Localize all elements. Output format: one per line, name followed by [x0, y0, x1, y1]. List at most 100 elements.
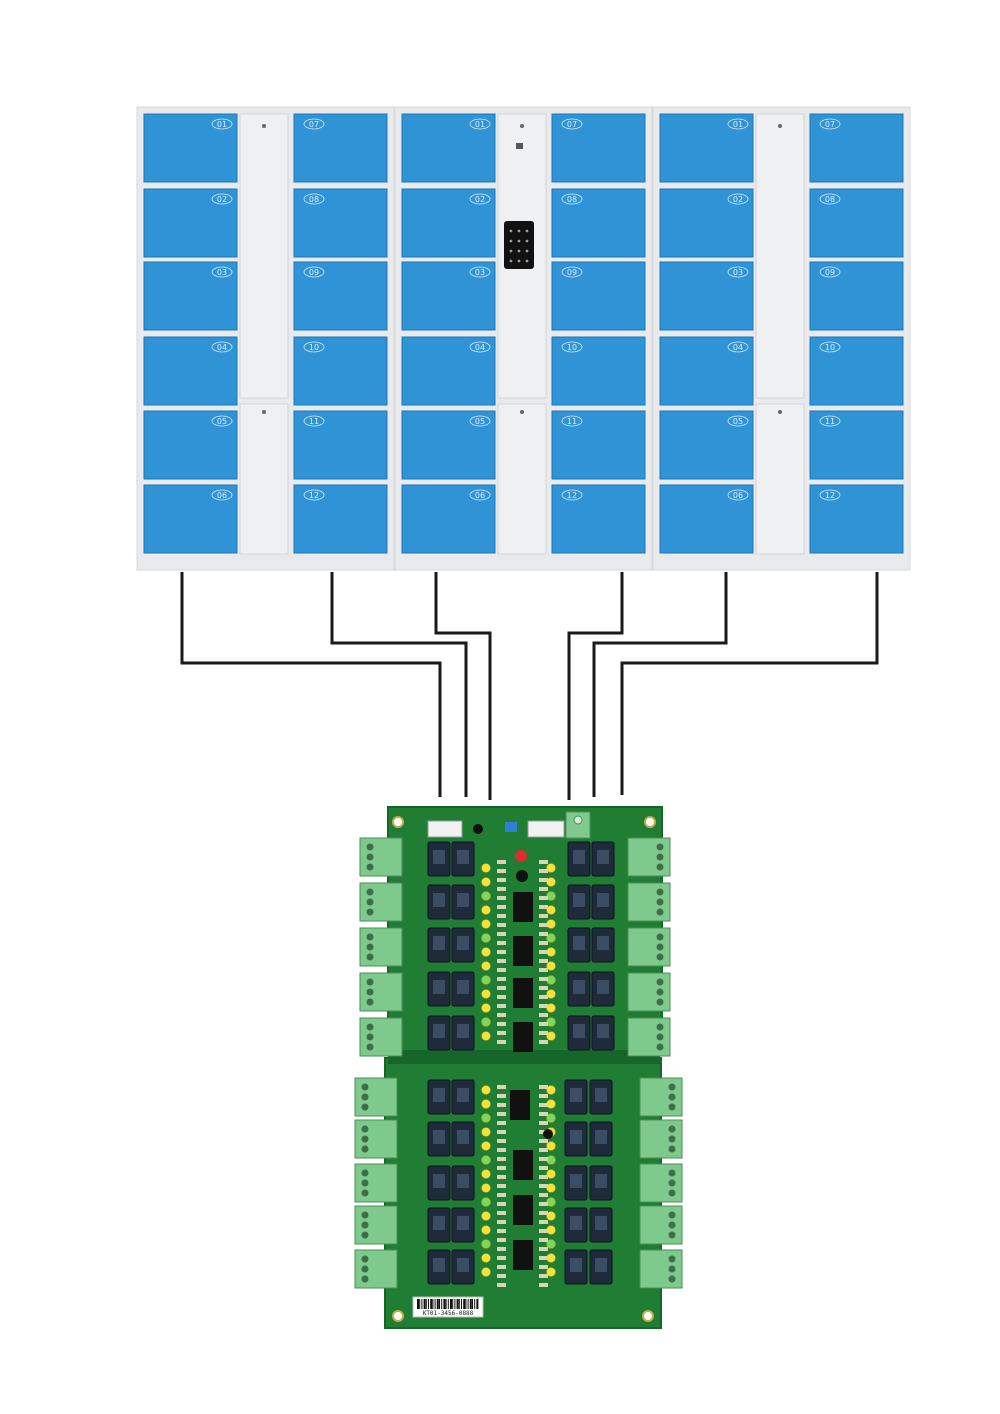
barcode-bar — [443, 1299, 446, 1309]
center-panel-upper — [239, 113, 289, 399]
door-number: 08 — [309, 195, 319, 204]
indicator-led — [481, 905, 491, 915]
screw-terminal-block — [627, 927, 671, 967]
locker-door — [143, 113, 238, 183]
door-number-badge — [561, 266, 583, 278]
door-number-badge — [727, 193, 749, 205]
indicator-led — [546, 1267, 556, 1277]
indicator-led — [481, 1113, 491, 1123]
relay-label — [457, 1216, 469, 1230]
center-panel-lower — [239, 403, 289, 555]
terminal-screw — [573, 815, 583, 825]
resistor — [497, 968, 506, 972]
relay-label — [457, 980, 469, 994]
terminal-body — [627, 927, 671, 967]
door-number: 04 — [475, 343, 485, 352]
terminal-screw — [656, 863, 664, 871]
locker-door — [293, 484, 388, 554]
door-number-badge — [561, 193, 583, 205]
relay — [451, 1015, 475, 1051]
door-number-badge — [303, 489, 325, 501]
center-panel-upper — [755, 113, 805, 399]
relay-label — [433, 1088, 445, 1102]
relay-label — [457, 850, 469, 864]
ic-chip — [510, 1090, 530, 1120]
locker-door — [659, 410, 754, 480]
ic-chip — [513, 936, 533, 966]
door-number: 06 — [217, 491, 227, 500]
resistor — [539, 986, 548, 990]
terminal-screw — [668, 1083, 676, 1091]
terminal-screw — [656, 853, 664, 861]
resistor — [539, 950, 548, 954]
terminal-screw — [668, 1231, 676, 1239]
relay — [567, 841, 591, 877]
resistor — [497, 1211, 506, 1215]
resistor — [539, 941, 548, 945]
locker-door — [293, 113, 388, 183]
screw-terminal-block — [359, 837, 403, 877]
terminal-screw — [361, 1211, 369, 1219]
resistor — [497, 950, 506, 954]
resistor — [497, 1130, 506, 1134]
terminal-screw — [656, 933, 664, 941]
door-number-badge — [469, 266, 491, 278]
indicator-led — [546, 933, 556, 943]
barcode-bar — [461, 1299, 462, 1309]
resistor — [497, 1103, 506, 1107]
door-number: 03 — [475, 268, 485, 277]
mounting-hole — [392, 1310, 404, 1322]
door-number-badge — [727, 266, 749, 278]
door-number: 07 — [309, 120, 319, 129]
relay-label — [595, 1088, 607, 1102]
terminal-body — [627, 1017, 671, 1057]
resistor — [497, 1265, 506, 1269]
relay — [564, 1165, 588, 1201]
door-number-badge — [469, 341, 491, 353]
indicator-led — [481, 975, 491, 985]
indicator-led — [481, 947, 491, 957]
relay — [427, 1079, 451, 1115]
relay-label — [433, 1130, 445, 1144]
resistor — [539, 1139, 548, 1143]
locker-door — [659, 484, 754, 554]
ic-chip — [513, 978, 533, 1008]
resistor — [539, 968, 548, 972]
relay — [451, 1165, 475, 1201]
barcode-bar — [463, 1299, 466, 1309]
resistor — [497, 977, 506, 981]
screw-terminal-block — [639, 1163, 683, 1203]
terminal-screw — [366, 1033, 374, 1041]
barcode-bar — [445, 1299, 447, 1309]
indicator-led — [481, 1127, 491, 1137]
locker-door — [551, 261, 646, 331]
card-reader-icon — [516, 143, 523, 149]
resistor — [497, 1256, 506, 1260]
terminal-screw — [656, 978, 664, 986]
locker-door — [659, 188, 754, 258]
terminal-screw — [656, 1043, 664, 1051]
resistor — [497, 878, 506, 882]
door-number-badge — [469, 489, 491, 501]
resistor — [497, 1121, 506, 1125]
terminal-screw — [361, 1083, 369, 1091]
resistor — [539, 1040, 548, 1044]
terminal-screw — [668, 1103, 676, 1111]
locker-door — [143, 336, 238, 406]
resistor — [497, 986, 506, 990]
terminal-screw — [668, 1135, 676, 1143]
center-panel-lower — [755, 403, 805, 555]
panel-screw — [262, 410, 266, 414]
door-number-badge — [819, 266, 841, 278]
resistor — [497, 1166, 506, 1170]
terminal-screw — [668, 1189, 676, 1197]
resistor — [497, 932, 506, 936]
indicator-led — [481, 1197, 491, 1207]
resistor — [539, 878, 548, 882]
keypad-key — [517, 259, 521, 263]
terminal-screw — [361, 1179, 369, 1187]
resistor — [539, 1202, 548, 1206]
locker-door — [401, 410, 496, 480]
resistor — [539, 869, 548, 873]
door-number-badge — [211, 118, 233, 130]
